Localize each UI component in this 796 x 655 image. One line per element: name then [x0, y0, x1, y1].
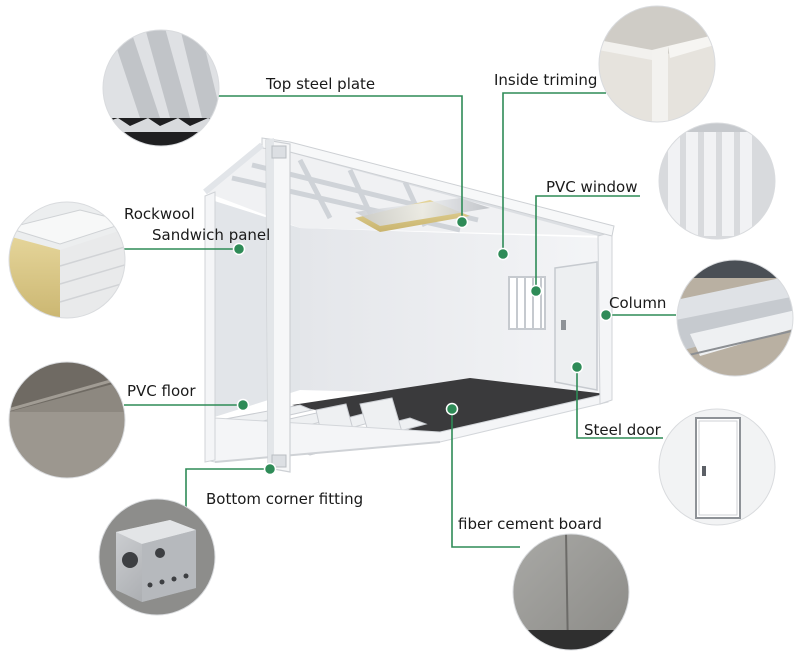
- leader-dots: [232, 215, 613, 476]
- label-inside-triming: Inside triming: [494, 71, 598, 89]
- label-bottom-corner-fitting: Bottom corner fitting: [206, 490, 364, 508]
- column-detail: [676, 259, 794, 377]
- bottom-corner-fitting-detail: [98, 498, 216, 616]
- label-fiber-cement-board: fiber cement board: [458, 515, 602, 533]
- fiber-cement-board-detail: [512, 533, 630, 651]
- label-steel-door: Steel door: [584, 421, 661, 439]
- label-pvc-floor: PVC floor: [127, 382, 196, 400]
- label-rockwool: Rockwool: [124, 205, 195, 223]
- top-steel-plate-detail: [102, 29, 220, 147]
- rockwool-sandwich-panel-detail: [8, 201, 126, 319]
- label-pvc-window: PVC window: [546, 178, 638, 196]
- pvc-window-detail: [658, 122, 776, 240]
- label-top-steel-plate: Top steel plate: [266, 75, 376, 93]
- container-illustration: [203, 137, 615, 473]
- label-column: Column: [609, 294, 667, 312]
- steel-door-detail: [658, 408, 776, 526]
- label-sandwich-panel: Sandwich panel: [152, 226, 271, 244]
- pvc-floor-detail: [8, 361, 126, 479]
- leader-lines: [124, 92, 676, 548]
- inside-triming-detail: [598, 5, 716, 123]
